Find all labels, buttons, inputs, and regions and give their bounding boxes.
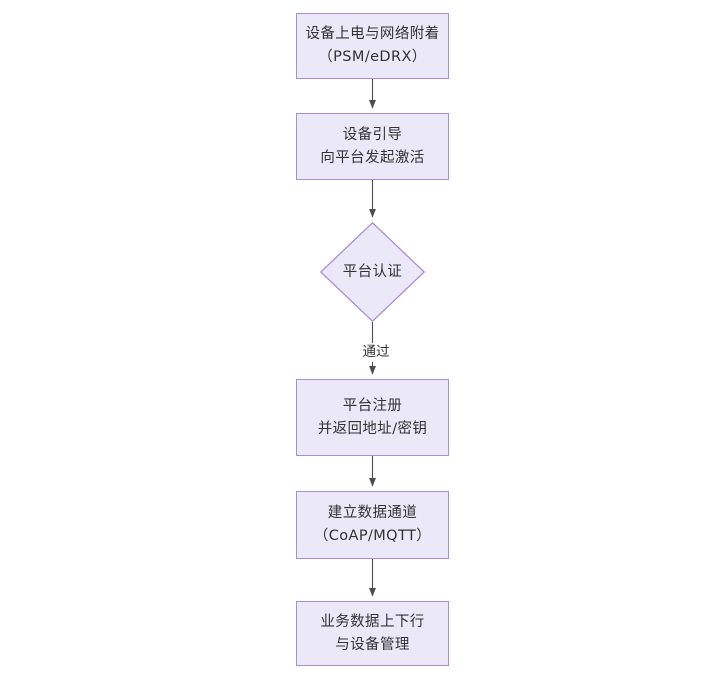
node-platform-auth-label: 平台认证: [342, 263, 403, 280]
node-data-channel[interactable]: 建立数据通道 （CoAP/MQTT）: [296, 491, 449, 559]
node-data-channel-line-2: （CoAP/MQTT）: [313, 528, 432, 544]
node-platform-auth[interactable]: 平台认证: [320, 222, 425, 322]
node-platform-register[interactable]: 平台注册 并返回地址/密钥: [296, 379, 449, 456]
node-business-data-line-1: 业务数据上下行: [320, 613, 425, 630]
node-platform-register-line-1: 平台注册: [342, 397, 403, 414]
node-business-data-line-2: 与设备管理: [335, 636, 410, 653]
node-power-on-line-2: （PSM/eDRX）: [318, 49, 427, 65]
node-power-on[interactable]: 设备上电与网络附着 （PSM/eDRX）: [296, 13, 449, 79]
node-bootstrap-line-1: 设备引导: [342, 126, 403, 143]
node-bootstrap[interactable]: 设备引导 向平台发起激活: [296, 113, 449, 180]
node-business-data[interactable]: 业务数据上下行 与设备管理: [296, 601, 449, 666]
node-bootstrap-line-2: 向平台发起激活: [320, 149, 425, 166]
node-platform-register-line-2: 并返回地址/密钥: [317, 420, 428, 437]
diamond-shape: [320, 222, 425, 322]
node-data-channel-line-1: 建立数据通道: [327, 505, 418, 521]
edge-label-pass: 通过: [353, 343, 399, 362]
node-power-on-line-1: 设备上电与网络附着: [305, 26, 440, 42]
